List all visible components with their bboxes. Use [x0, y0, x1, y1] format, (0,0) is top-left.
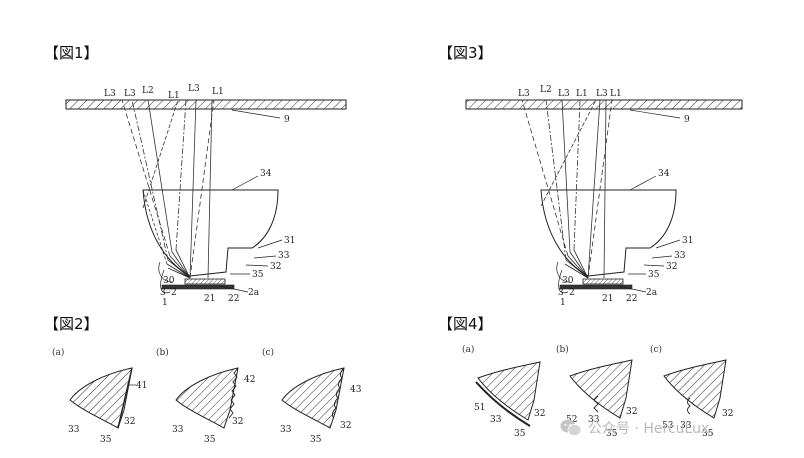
led-element [582, 278, 624, 285]
label-33: 33 [588, 415, 600, 425]
lens-piece-a [69, 367, 133, 429]
label-3: 3 [558, 288, 564, 298]
lens-piece-c [663, 359, 727, 419]
label-42: 42 [244, 375, 255, 385]
figure-3-drawing: L3 L2 L3 L1 L3 L1 9 34 31 33 32 35 30 3 … [465, 85, 743, 308]
substrate [161, 284, 235, 290]
subfig-c-label: (c) [262, 347, 274, 358]
label-L3-a: L3 [518, 89, 530, 99]
label-2a: 2a [646, 288, 658, 298]
figure-1-title: 【図1】 [44, 44, 99, 62]
label-35: 35 [252, 270, 264, 280]
label-31: 31 [284, 236, 295, 246]
label-33: 33 [280, 425, 292, 435]
lens-piece-b [175, 367, 239, 429]
label-3: 3 [160, 288, 166, 298]
label-21: 21 [204, 294, 215, 304]
label-32: 32 [270, 262, 281, 272]
label-33: 33 [278, 251, 290, 261]
label-35: 35 [204, 435, 216, 445]
label-1: 1 [162, 298, 168, 308]
label-9: 9 [284, 115, 290, 125]
label-9: 9 [684, 115, 690, 125]
label-32: 32 [124, 417, 135, 427]
label-22: 22 [626, 294, 637, 304]
label-52: 52 [566, 415, 577, 425]
label-32: 32 [534, 409, 545, 419]
watermark: 公众号 · HercuLux [560, 418, 709, 438]
label-L2: L2 [540, 85, 552, 95]
label-L1-b: L1 [212, 87, 224, 97]
label-32: 32 [626, 407, 637, 417]
watermark-text: 公众号 · HercuLux [588, 421, 710, 437]
label-33: 33 [172, 425, 184, 435]
label-L3-c: L3 [188, 84, 200, 94]
label-L1-b: L1 [610, 89, 622, 99]
ceiling-plate [65, 99, 347, 110]
label-30: 30 [163, 276, 175, 286]
reflector-outline [142, 189, 279, 277]
label-2a: 2a [248, 288, 260, 298]
label-L3-c: L3 [596, 89, 608, 99]
label-33: 33 [680, 421, 692, 431]
figure-2-drawing: (a) (b) (c) 41 33 32 35 42 33 32 35 43 3… [52, 347, 362, 445]
label-43: 43 [350, 385, 362, 395]
label-41: 41 [136, 381, 147, 391]
lens-piece-b [569, 359, 633, 419]
subfig-a-label: (a) [52, 347, 64, 358]
figure-2-title: 【図2】 [44, 315, 99, 333]
label-53: 53 [662, 421, 674, 431]
figure-1-drawing: L3 L3 L2 L1 L3 L1 9 34 31 33 32 35 30 3 … [65, 84, 347, 308]
label-L3-b: L3 [124, 89, 136, 99]
led-element [184, 278, 226, 285]
label-35: 35 [702, 429, 714, 439]
figure-3-title: 【図3】 [438, 44, 493, 62]
label-34: 34 [658, 169, 670, 179]
label-35: 35 [606, 429, 618, 439]
label-31: 31 [682, 236, 693, 246]
label-L1-a: L1 [576, 89, 588, 99]
subfig-a-label: (a) [462, 344, 474, 355]
label-L3-b: L3 [558, 89, 570, 99]
label-1: 1 [560, 298, 566, 308]
label-34: 34 [260, 169, 272, 179]
label-35: 35 [514, 429, 526, 439]
label-33: 33 [68, 425, 80, 435]
figure-4-title: 【図4】 [438, 315, 493, 333]
label-35: 35 [310, 435, 322, 445]
subfig-b-label: (b) [156, 347, 169, 358]
label-21: 21 [602, 294, 613, 304]
subfig-b-label: (b) [556, 344, 569, 355]
substrate [559, 284, 633, 290]
label-33: 33 [490, 415, 502, 425]
subfig-c-label: (c) [650, 344, 662, 355]
label-33: 33 [674, 251, 686, 261]
label-35: 35 [648, 270, 660, 280]
label-51: 51 [474, 403, 485, 413]
label-2: 2 [569, 288, 575, 298]
label-32: 32 [722, 409, 733, 419]
figure-4-drawing: (a) (b) (c) 51 33 32 35 52 33 32 35 53 3… [462, 344, 733, 439]
ceiling-plate [465, 99, 743, 110]
label-32: 32 [666, 262, 677, 272]
label-30: 30 [562, 276, 574, 286]
label-22: 22 [228, 294, 239, 304]
label-2: 2 [171, 288, 177, 298]
label-L3-a: L3 [104, 89, 116, 99]
label-L1-a: L1 [168, 91, 180, 101]
reflector-outline [540, 189, 677, 277]
lens-piece-c [281, 367, 345, 429]
label-L2: L2 [142, 86, 154, 96]
label-32: 32 [340, 421, 351, 431]
label-35: 35 [100, 435, 112, 445]
lens-piece-a [477, 361, 541, 421]
label-32: 32 [232, 417, 243, 427]
wechat-icon [560, 419, 582, 436]
